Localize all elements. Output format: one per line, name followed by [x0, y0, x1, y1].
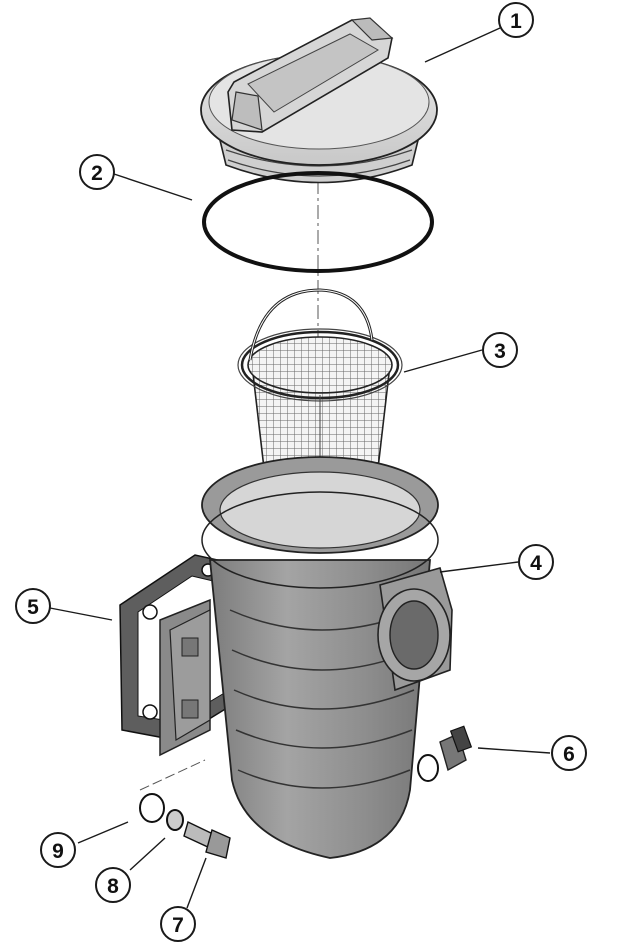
leader-line-7 [186, 857, 207, 909]
leader-line-8 [129, 837, 166, 871]
callout-circle [160, 906, 196, 942]
callout-circle [498, 2, 534, 38]
mounting-bolt [183, 821, 231, 859]
callout-number: 5 [27, 596, 39, 619]
callout-5: 5 [15, 588, 51, 624]
callout-1: 1 [498, 2, 534, 38]
leader-lines [49, 27, 551, 909]
callout-circle [15, 588, 51, 624]
leader-line-5 [49, 607, 113, 621]
callout-circle [95, 867, 131, 903]
callout-circle [518, 544, 554, 580]
leader-line-1 [424, 27, 501, 63]
lock-washer [166, 809, 184, 831]
leader-line-2 [113, 173, 193, 201]
callout-number: 6 [563, 743, 575, 766]
callout-number: 4 [530, 552, 542, 575]
leader-line-4 [439, 561, 519, 573]
leader-line-3 [403, 349, 483, 373]
leader-line-6 [477, 747, 551, 754]
drain-plug [417, 725, 473, 782]
callout-number: 7 [172, 914, 184, 937]
callout-3: 3 [482, 332, 518, 368]
strainer-pot-body [159, 456, 453, 859]
callout-number: 3 [494, 340, 506, 363]
strainer-lid [200, 17, 438, 184]
lid-o-ring [202, 171, 434, 273]
callout-9: 9 [40, 832, 76, 868]
leader-line-9 [77, 821, 129, 844]
callout-number: 9 [52, 840, 64, 863]
callout-number: 1 [510, 10, 522, 33]
callout-circle [40, 832, 76, 868]
callout-2: 2 [79, 154, 115, 190]
callout-circle [79, 154, 115, 190]
callout-7: 7 [160, 906, 196, 942]
callout-circle [482, 332, 518, 368]
callout-6: 6 [551, 735, 587, 771]
callout-number: 8 [107, 875, 119, 898]
bolt-axis-line [139, 759, 206, 791]
flat-washer [139, 793, 165, 823]
callout-circle [551, 735, 587, 771]
callout-number: 2 [91, 162, 103, 185]
callout-8: 8 [95, 867, 131, 903]
callout-4: 4 [518, 544, 554, 580]
